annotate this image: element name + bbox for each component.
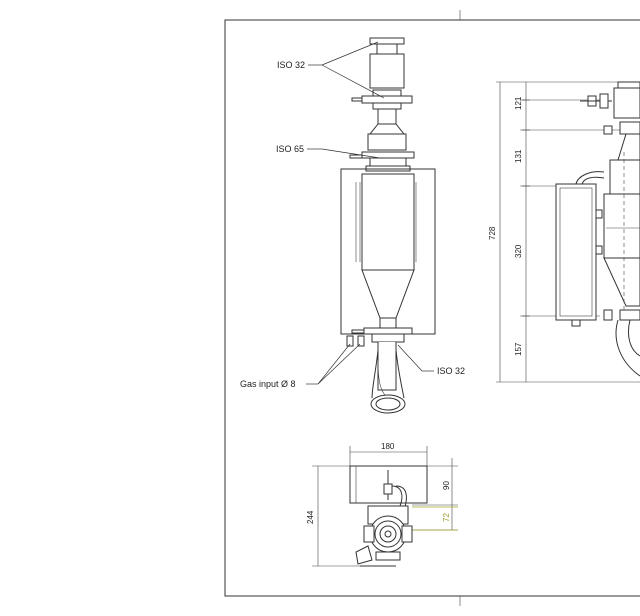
side-view — [496, 81, 640, 383]
label-iso32-bottom: ISO 32 — [437, 366, 465, 376]
dim-72: 72 — [442, 513, 451, 522]
dim-131: 131 — [514, 149, 523, 163]
front-view — [340, 37, 436, 414]
top-view: 180 90 72 244 — [306, 442, 458, 567]
sheet-frame — [224, 10, 640, 606]
dim-728: 728 — [488, 226, 497, 240]
dimensions-side: 121 131 728 320 157 — [488, 96, 523, 356]
dim-157: 157 — [514, 342, 523, 356]
dim-121: 121 — [514, 96, 523, 110]
label-iso65: ISO 65 — [276, 144, 304, 154]
dim-320: 320 — [514, 244, 523, 258]
label-gas-input: Gas input Ø 8 — [240, 379, 296, 389]
dim-244: 244 — [306, 510, 315, 524]
dim-90: 90 — [442, 481, 451, 490]
callouts-front: ISO 32 ISO 65 Gas input Ø 8 ISO 32 — [240, 41, 465, 389]
label-iso32-top: ISO 32 — [277, 60, 305, 70]
dim-180: 180 — [381, 442, 395, 451]
